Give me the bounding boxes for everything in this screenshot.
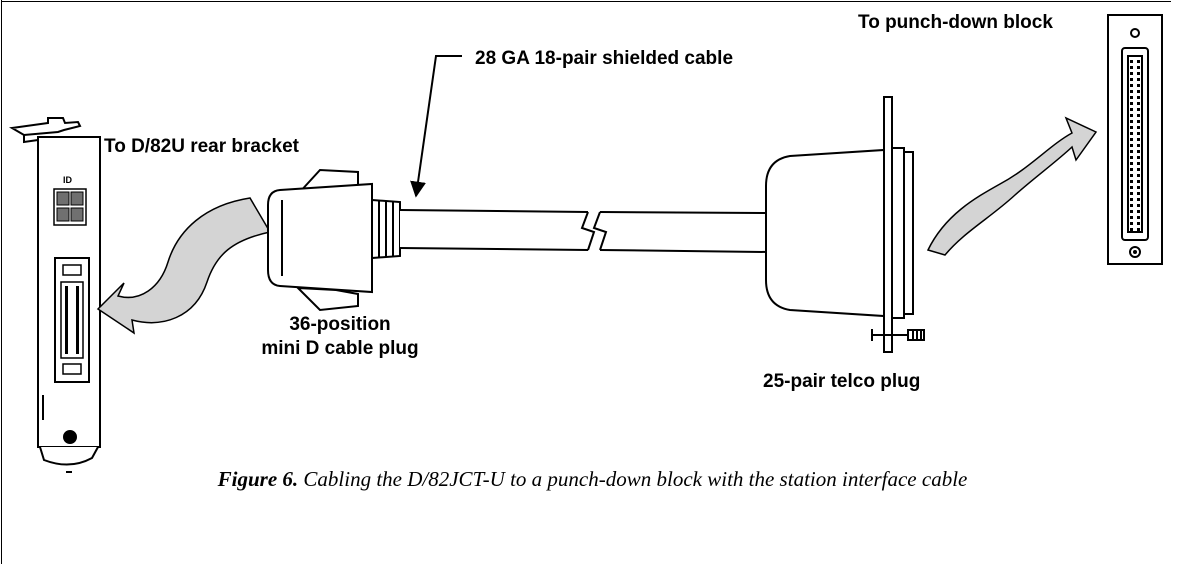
right-curved-arrow <box>926 116 1098 256</box>
connector-pin <box>1130 108 1133 111</box>
connector-pin <box>1137 192 1140 195</box>
connector-pin <box>1137 96 1140 99</box>
connector-pin <box>1137 174 1140 177</box>
connector-pin <box>1137 162 1140 165</box>
connector-pin <box>1130 114 1133 117</box>
connector-pin <box>1137 204 1140 207</box>
mini-d-label-line1: 36-position <box>289 314 390 335</box>
connector-pin <box>1130 126 1133 129</box>
telco-label: 25-pair telco plug <box>763 371 920 392</box>
connector-pin <box>1130 210 1133 213</box>
figure-number: Figure 6. <box>217 467 299 491</box>
connector-pin <box>1130 228 1133 231</box>
connector-pin <box>1130 78 1133 81</box>
connector-pin <box>1137 228 1140 231</box>
connector-pin <box>1130 102 1133 105</box>
connector-pin <box>1137 60 1140 63</box>
punch-down-label: To punch-down block <box>858 12 1053 33</box>
connector-pin <box>1137 126 1140 129</box>
id-mark: ID <box>63 175 73 185</box>
connector-pin <box>1130 66 1133 69</box>
telco-plug <box>765 96 925 353</box>
mini-d-label-line2: mini D cable plug <box>261 338 418 359</box>
punch-down-pins <box>1130 60 1140 231</box>
punch-down-connector <box>1107 14 1163 265</box>
connector-pin <box>1130 186 1133 189</box>
connector-pin <box>1137 108 1140 111</box>
connector-pin <box>1137 222 1140 225</box>
mini-d-plug <box>267 168 401 312</box>
connector-pin <box>1130 150 1133 153</box>
connector-pin <box>1130 198 1133 201</box>
connector-pin <box>1137 216 1140 219</box>
connector-pin <box>1130 60 1133 63</box>
connector-pin <box>1137 114 1140 117</box>
connector-pin <box>1137 168 1140 171</box>
connector-pin <box>1137 186 1140 189</box>
connector-pin <box>1137 102 1140 105</box>
connector-pin <box>1137 144 1140 147</box>
connector-pin <box>1130 174 1133 177</box>
connector-pin <box>1137 156 1140 159</box>
connector-pin <box>1130 204 1133 207</box>
connector-pin <box>1130 96 1133 99</box>
figure-caption-text: Cabling the D/82JCT-U to a punch-down bl… <box>303 467 968 491</box>
connector-pin <box>1137 66 1140 69</box>
cable-pointer <box>410 55 462 198</box>
left-curved-arrow <box>96 197 272 335</box>
connector-pin <box>1137 198 1140 201</box>
connector-pin <box>1137 180 1140 183</box>
connector-pin <box>1130 72 1133 75</box>
connector-pin <box>1137 210 1140 213</box>
connector-pin <box>1130 90 1133 93</box>
connector-pin <box>1130 84 1133 87</box>
cable-label: 28 GA 18-pair shielded cable <box>475 48 733 69</box>
frame-left-border <box>1 0 2 564</box>
frame-top-border <box>1 1 1171 2</box>
connector-pin <box>1130 192 1133 195</box>
connector-pin <box>1137 72 1140 75</box>
connector-pin <box>1130 144 1133 147</box>
connector-pin <box>1137 150 1140 153</box>
connector-pin <box>1130 162 1133 165</box>
connector-pin <box>1137 84 1140 87</box>
connector-pin <box>1137 78 1140 81</box>
connector-pin <box>1137 132 1140 135</box>
connector-pin <box>1130 222 1133 225</box>
connector-pin <box>1137 138 1140 141</box>
shielded-cable <box>399 209 769 253</box>
connector-pin <box>1137 90 1140 93</box>
bracket-connector-pins <box>65 286 79 354</box>
connector-pin <box>1130 138 1133 141</box>
connector-pin <box>1130 216 1133 219</box>
rear-bracket-label: To D/82U rear bracket <box>104 136 300 157</box>
connector-pin <box>1130 180 1133 183</box>
rear-bracket: ID <box>8 117 101 473</box>
figure-caption: Figure 6. Cabling the D/82JCT-U to a pun… <box>0 467 1185 492</box>
connector-pin <box>1130 120 1133 123</box>
connector-pin <box>1130 132 1133 135</box>
connector-pin <box>1130 168 1133 171</box>
connector-pin <box>1137 120 1140 123</box>
connector-pin <box>1130 156 1133 159</box>
